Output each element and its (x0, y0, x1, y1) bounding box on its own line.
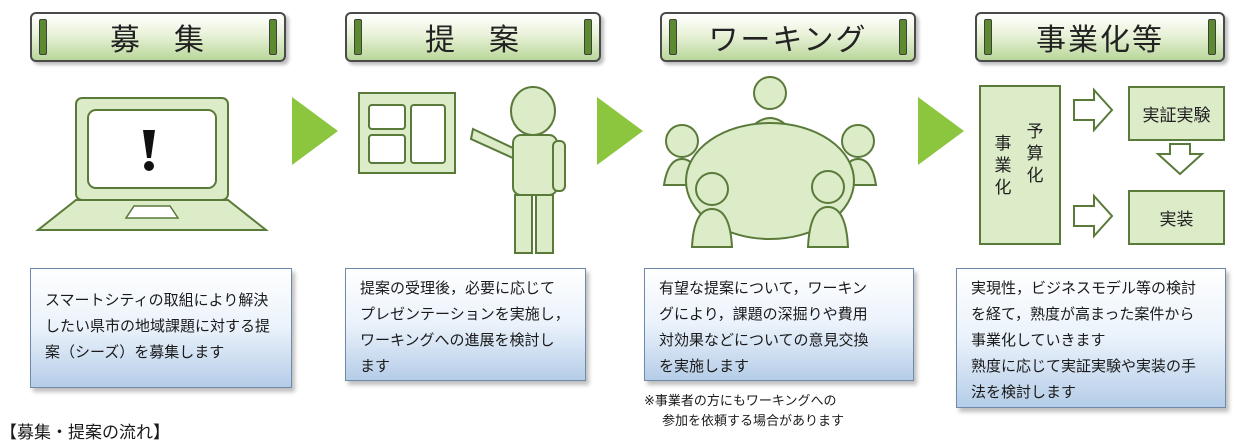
flow-arrow-1 (292, 97, 338, 165)
note-working-line-1: ※事業者の方にもワーキングへの (644, 394, 837, 409)
desc-commercialize: 実現性，ビジネスモデル等の検討 を経て，熟度が高まった案件から 事業化していきま… (956, 268, 1226, 408)
box-demo-label: 実証実験 (1142, 106, 1211, 126)
flow-arrow-2 (597, 97, 643, 165)
header-commercialize-label: 事業化等 (1036, 23, 1164, 58)
note-working: ※事業者の方にもワーキングへの 参加を依頼する場合があります (644, 392, 844, 432)
box-impl: 実装 (1128, 190, 1225, 245)
desc-proposal-line-1: 提案の受理後，必要に応じて (360, 279, 556, 297)
desc-commercialize-line-3: 事業化していきます (971, 331, 1106, 349)
desc-proposal-line-3: ワーキングへの進展を検討し (360, 331, 555, 349)
panel-col-1-char-1: 事 (994, 134, 1012, 154)
panel-col-1: 事 業 化 (993, 133, 1013, 199)
panel-col-1-char-2: 業 (994, 156, 1012, 176)
flow-arrow-3 (918, 97, 964, 165)
desc-working: 有望な提案について，ワーキン グにより，課題の深掘りや費用 対効果などについての… (644, 268, 914, 381)
desc-working-line-4: を実施します (659, 357, 750, 375)
panel-col-2-char-3: 化 (1026, 166, 1044, 186)
desc-recruit-line-3: 案（シーズ）を募集します (45, 343, 225, 361)
header-working: ワーキング (660, 12, 916, 62)
desc-commercialize-line-5: 法を検討します (971, 383, 1077, 401)
desc-proposal-line-4: ます (360, 357, 391, 375)
note-working-line-2: 参加を依頼する場合があります (662, 414, 845, 429)
header-proposal: 提 案 (345, 12, 601, 62)
header-proposal-label: 提 案 (425, 23, 521, 58)
desc-commercialize-line-2: を経て，熟度が高まった案件から (971, 305, 1195, 323)
meeting-icon (662, 76, 878, 248)
panel-col-1-char-3: 化 (994, 178, 1012, 198)
desc-recruit: スマートシティの取組により解決 したい県市の地域課題に対する提 案（シーズ）を募… (30, 268, 292, 388)
footer-title: 【募集・提案の流れ】 (0, 423, 170, 443)
desc-working-line-3: 対効果などについての意見交換 (659, 331, 869, 349)
right-arrow-top (1073, 87, 1114, 133)
desc-recruit-line-1: スマートシティの取組により解決 (45, 291, 269, 309)
header-commercialize: 事業化等 (975, 12, 1225, 62)
header-recruit-label: 募 集 (110, 23, 206, 58)
desc-commercialize-line-1: 実現性，ビジネスモデル等の検討 (971, 279, 1197, 297)
down-arrow (1155, 143, 1205, 176)
box-demo: 実証実験 (1128, 86, 1225, 141)
header-working-label: ワーキング (708, 23, 868, 58)
laptop-icon (35, 97, 269, 231)
desc-working-line-1: 有望な提案について，ワーキン (659, 279, 868, 297)
commercialize-arrows (1073, 87, 1205, 239)
desc-proposal-line-2: プレゼンテーションを実施し， (360, 305, 570, 323)
desc-proposal: 提案の受理後，必要に応じて プレゼンテーションを実施し， ワーキングへの進展を検… (345, 268, 586, 381)
panel-col-2-char-2: 算 (1026, 144, 1044, 164)
panel-col-2-char-1: 予 (1026, 122, 1044, 142)
box-impl-label: 実装 (1159, 210, 1194, 230)
presenter-icon (358, 86, 566, 254)
desc-working-line-2: グにより，課題の深掘りや費用 (659, 305, 868, 323)
right-arrow-bottom (1073, 193, 1114, 239)
panel-col-2: 予 算 化 (1025, 121, 1045, 187)
header-recruit: 募 集 (30, 12, 286, 62)
desc-commercialize-line-4: 熟度に応じて実証実験や実装の手 (971, 357, 1197, 375)
commercialize-panel: 事 業 化 予 算 化 (979, 85, 1061, 245)
desc-recruit-line-2: したい県市の地域課題に対する提 (45, 317, 271, 335)
